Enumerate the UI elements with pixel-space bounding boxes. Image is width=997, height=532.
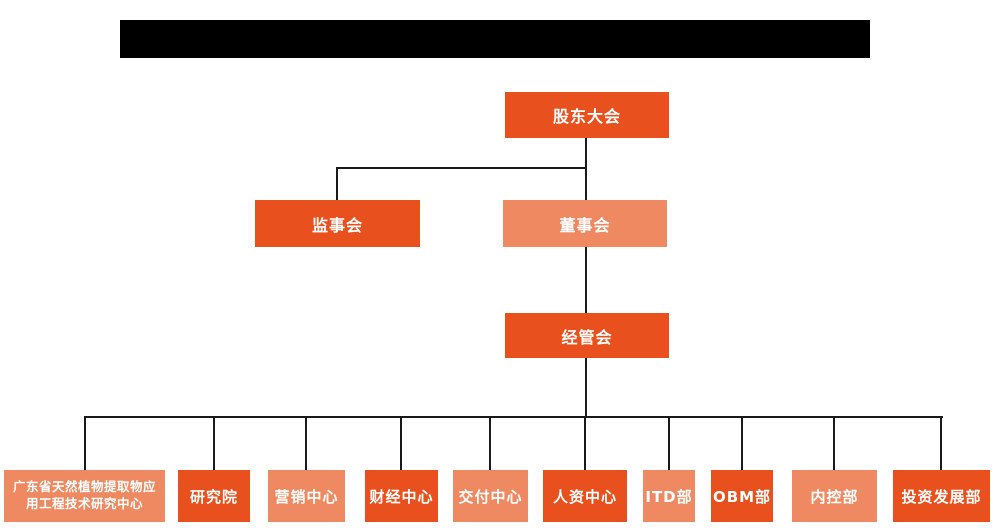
node-shareholders-meeting: 股东大会 <box>505 92 669 138</box>
connector-drop-obm-dept <box>741 417 743 470</box>
connector-drop-itd-dept <box>668 417 670 470</box>
connector-drop-internal-control-dept <box>833 417 835 470</box>
connector-directors-to-management <box>585 247 587 313</box>
connector-distribution-rail <box>84 416 943 418</box>
node-management-committee: 经管会 <box>505 313 669 358</box>
node-delivery-center: 交付中心 <box>453 470 528 522</box>
connector-drop-delivery-center <box>489 417 491 470</box>
node-guangdong-plant-extract-research-center: 广东省天然植物提取物应用工程技术研究中心 <box>4 470 165 522</box>
node-board-of-directors: 董事会 <box>503 200 667 247</box>
connector-drop-finance-center <box>400 417 402 470</box>
connector-drop-research-center <box>84 417 86 470</box>
node-board-of-supervisors: 监事会 <box>255 200 420 247</box>
node-hr-center: 人资中心 <box>543 470 627 522</box>
connector-spine-top <box>585 138 587 200</box>
node-itd-dept: ITD部 <box>643 470 695 522</box>
connector-drop-hr-center <box>584 417 586 470</box>
connector-branch-horizontal <box>336 167 587 169</box>
node-internal-control-dept: 内控部 <box>792 470 877 522</box>
node-research-institute: 研究院 <box>178 470 250 522</box>
node-finance-center: 财经中心 <box>365 470 438 522</box>
node-investment-development-dept: 投资发展部 <box>893 470 990 522</box>
connector-drop-investment-development-dept <box>940 417 942 470</box>
connector-supervisors-drop <box>336 168 338 200</box>
node-obm-dept: OBM部 <box>711 470 773 522</box>
connector-management-to-rail <box>585 358 587 417</box>
redacted-title-bar <box>120 20 870 58</box>
node-marketing-center: 营销中心 <box>268 470 345 522</box>
connector-drop-research-institute <box>213 417 215 470</box>
connector-drop-marketing-center <box>305 417 307 470</box>
